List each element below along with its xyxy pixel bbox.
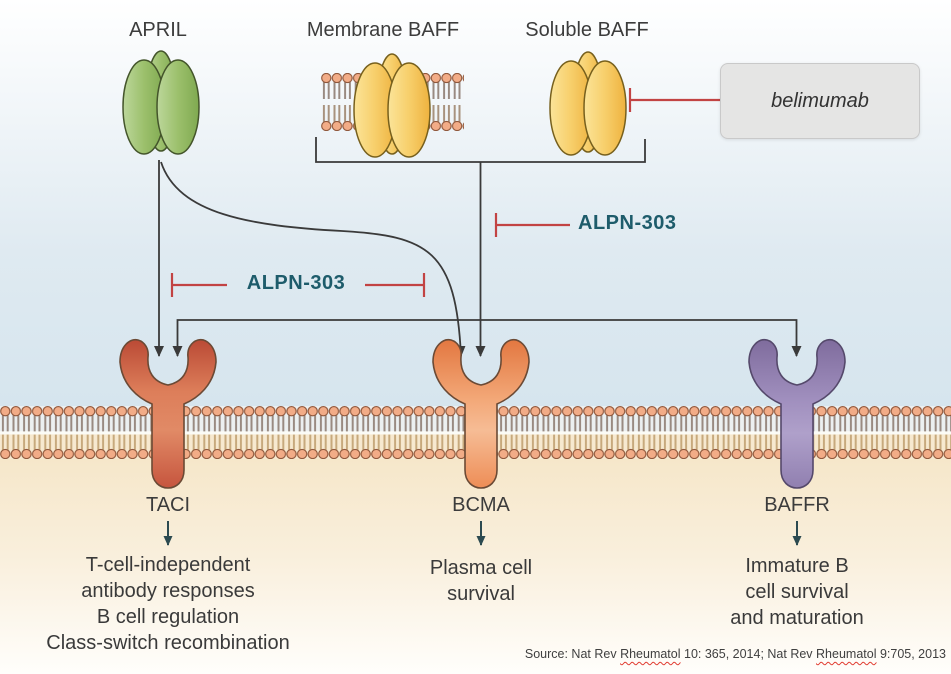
source-journal-1: Rheumatol <box>620 647 681 661</box>
april-label: APRIL <box>129 19 187 41</box>
alpn303-baff-inhibition-line <box>494 213 570 237</box>
alpn303-baff-label: ALPN-303 <box>578 212 677 234</box>
intracellular-background <box>0 459 951 674</box>
april-to-bcma-arrow <box>160 161 466 357</box>
belimumab-label: belimumab <box>771 89 869 112</box>
april-ligand <box>122 50 200 155</box>
taci-outcome-text: T-cell-independent antibody responses B … <box>46 554 290 654</box>
alpn303-april-label: ALPN-303 <box>246 272 346 294</box>
baff-to-baffr-arrow <box>480 319 802 357</box>
signal-arrows <box>154 137 802 357</box>
bcma-label: BCMA <box>452 494 510 516</box>
outcome-arrows <box>163 521 802 546</box>
taci-label: TACI <box>145 494 191 516</box>
taci-receptor <box>119 338 217 489</box>
baffr-outcome-text: Immature B cell survival and maturation <box>730 555 864 629</box>
source-prefix: Source: Nat Rev <box>524 647 621 661</box>
baffr-receptor <box>748 338 846 489</box>
belimumab-inhibition-line <box>628 88 720 112</box>
source-mid: 10: 365, 2014; Nat Rev <box>680 647 817 661</box>
alpn303-april-inhibition-line <box>170 273 426 297</box>
belimumab-box: belimumab <box>720 63 920 139</box>
soluble-baff-ligand <box>549 51 627 156</box>
baff-to-taci-arrow <box>172 319 481 357</box>
source-suffix: 9:705, 2013 <box>876 647 946 661</box>
soluble-baff-label: Soluble BAFF <box>525 19 649 41</box>
inhibition-lines <box>170 88 720 297</box>
membrane-baff-label: Membrane BAFF <box>306 19 460 41</box>
membrane-baff-ligand <box>353 53 431 158</box>
source-journal-2: Rheumatol <box>816 647 877 661</box>
bcma-receptor <box>432 338 530 489</box>
source-citation: Source: Nat Rev Rheumatol 10: 365, 2014;… <box>525 647 946 661</box>
bcma-outcome-text: Plasma cell survival <box>429 557 533 605</box>
baffr-label: BAFFR <box>764 494 830 516</box>
